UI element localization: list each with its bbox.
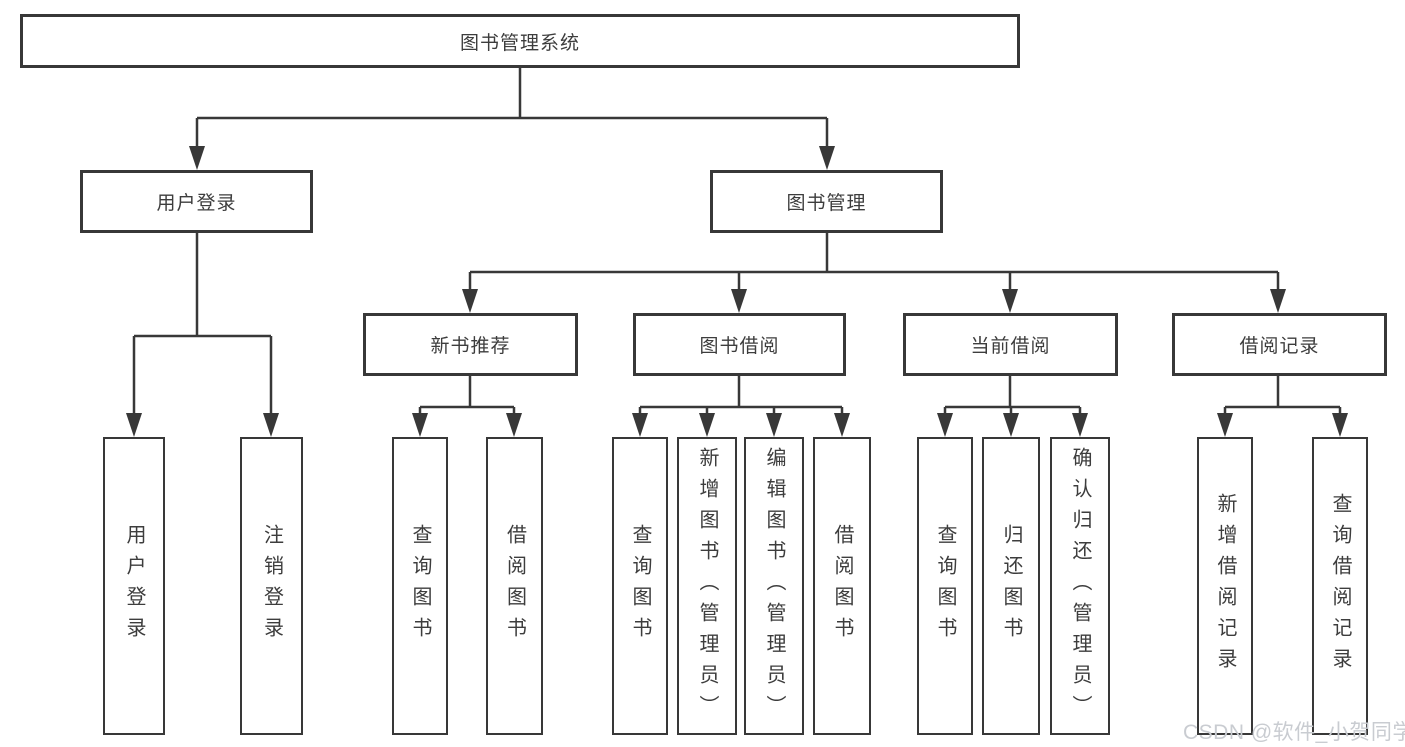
node-label: 归还图书 xyxy=(1000,524,1022,648)
leaf-user-login: 用户登录 xyxy=(103,437,165,735)
node-book-management: 图书管理 xyxy=(710,170,943,233)
node-label: 新增图书（管理员） xyxy=(696,446,718,726)
node-label: 注销登录 xyxy=(260,524,283,648)
node-label: 借阅图书 xyxy=(831,524,853,648)
node-book-borrow: 图书借阅 xyxy=(633,313,846,376)
node-label: 编辑图书（管理员） xyxy=(763,446,785,726)
node-label: 查询图书 xyxy=(409,524,431,648)
leaf-logout: 注销登录 xyxy=(240,437,303,735)
node-label: 借阅记录 xyxy=(1239,336,1320,357)
node-current-borrow: 当前借阅 xyxy=(903,313,1118,376)
node-label: 图书借阅 xyxy=(699,336,780,357)
leaf-return-books: 归还图书 xyxy=(982,437,1040,735)
node-label: 查询借阅记录 xyxy=(1329,493,1351,679)
leaf-query-books-current: 查询图书 xyxy=(917,437,973,735)
leaf-borrow-books-newb: 借阅图书 xyxy=(486,437,543,735)
leaf-add-borrow-record: 新增借阅记录 xyxy=(1197,437,1253,735)
node-label: 查询图书 xyxy=(629,524,651,648)
leaf-edit-books-admin: 编辑图书（管理员） xyxy=(744,437,804,735)
leaf-query-books-newb: 查询图书 xyxy=(392,437,448,735)
node-label: 用户登录 xyxy=(156,193,237,214)
node-user-login: 用户登录 xyxy=(80,170,313,233)
node-label: 图书管理系统 xyxy=(459,32,580,54)
node-label: 新增借阅记录 xyxy=(1214,493,1236,679)
node-label: 新书推荐 xyxy=(430,336,511,357)
leaf-query-books-borrow: 查询图书 xyxy=(612,437,668,735)
csdn-watermark: CSDN @软件_小贺同学 xyxy=(1183,721,1405,744)
leaf-add-books-admin: 新增图书（管理员） xyxy=(677,437,737,735)
node-label: 用户登录 xyxy=(123,524,145,648)
node-label: 查询图书 xyxy=(934,524,956,648)
node-label: 当前借阅 xyxy=(970,336,1051,357)
leaf-borrow-books-borrow: 借阅图书 xyxy=(813,437,871,735)
node-label: 图书管理 xyxy=(786,193,867,214)
node-library-system: 图书管理系统 xyxy=(20,14,1020,68)
node-label: 借阅图书 xyxy=(503,524,526,648)
node-new-book-recommend: 新书推荐 xyxy=(363,313,578,376)
leaf-query-borrow-record: 查询借阅记录 xyxy=(1312,437,1368,735)
node-borrow-records: 借阅记录 xyxy=(1172,313,1387,376)
node-label: 确认归还（管理员） xyxy=(1069,446,1091,726)
leaf-confirm-return-admin: 确认归还（管理员） xyxy=(1050,437,1110,735)
